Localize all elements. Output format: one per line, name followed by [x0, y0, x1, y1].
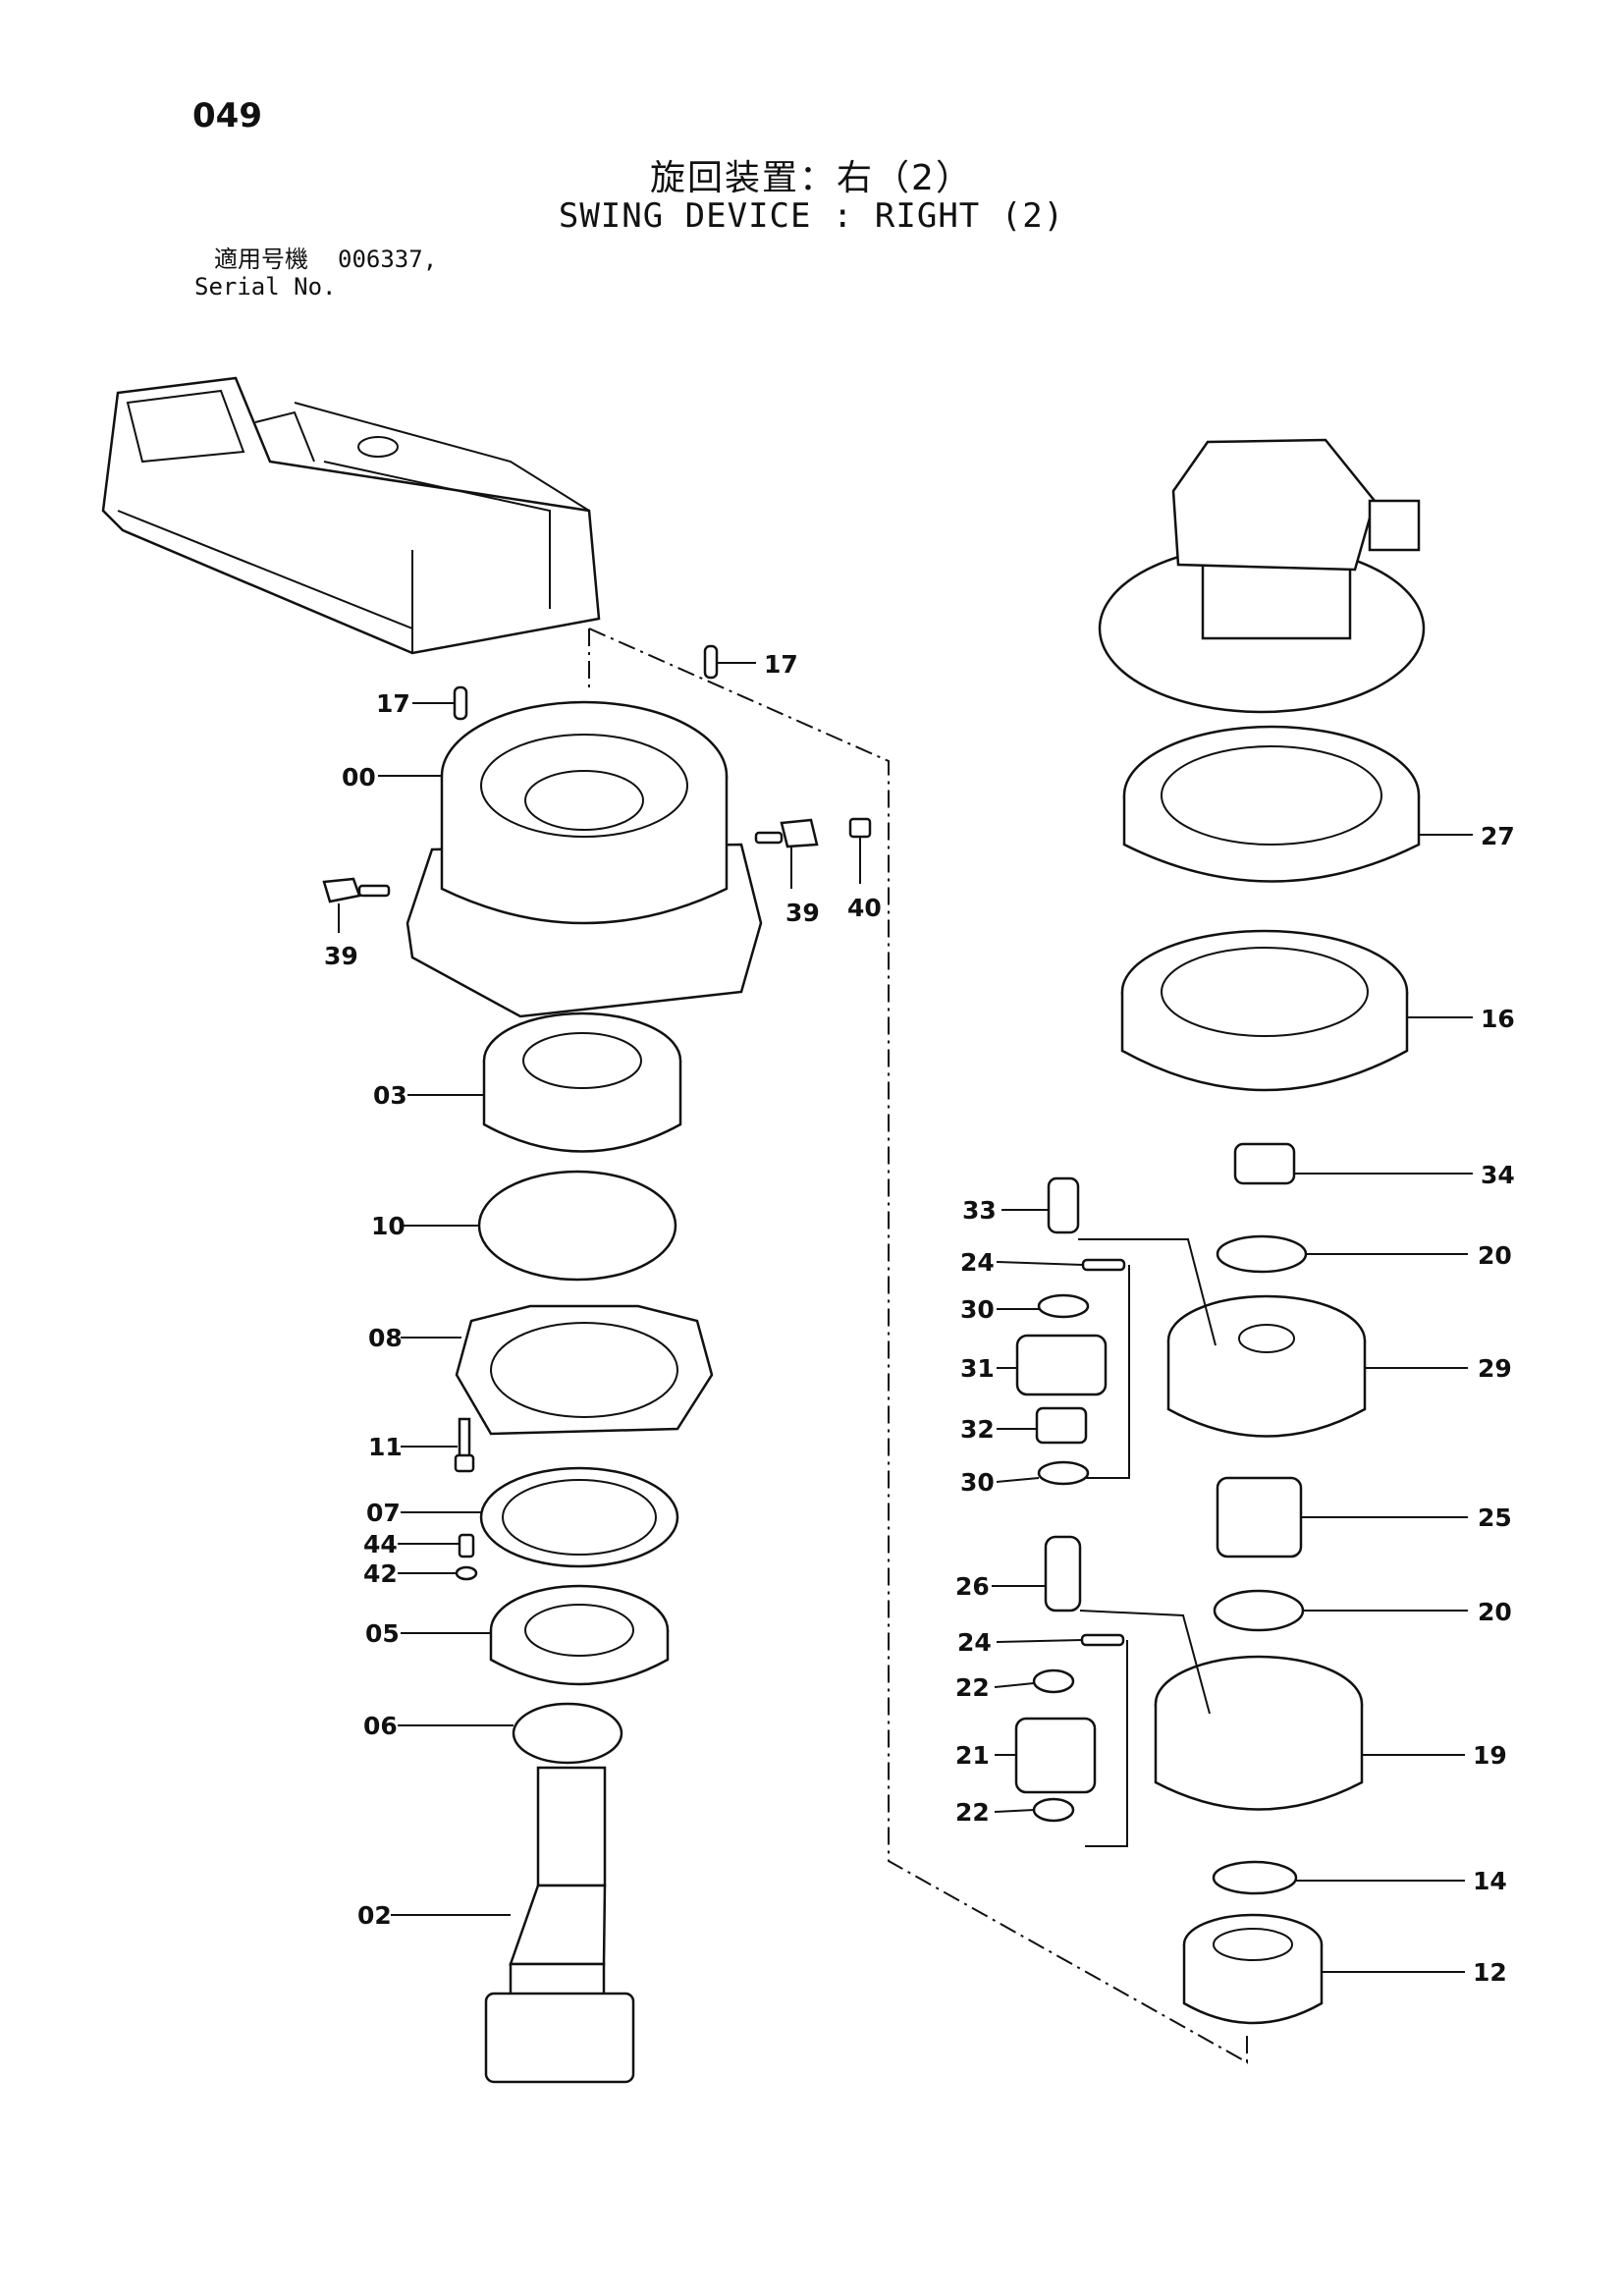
part-26-pin: [1044, 1535, 1082, 1613]
part-32-needle-bearing: [1035, 1406, 1088, 1445]
label-39-left: 39: [324, 942, 358, 970]
part-20-thrust-plate-upper: [1216, 1234, 1308, 1274]
label-10: 10: [371, 1212, 406, 1240]
serial-value: 006337,: [338, 246, 438, 273]
link-line-26-19: [1079, 1610, 1211, 1715]
serial-label-en: Serial No.: [194, 273, 337, 301]
part-08-flange: [455, 1304, 714, 1436]
label-44: 44: [363, 1530, 398, 1558]
label-08: 08: [368, 1324, 403, 1352]
part-25-sun-gear: [1216, 1476, 1303, 1558]
part-42-washer: [455, 1565, 478, 1581]
label-17-left: 17: [376, 689, 410, 718]
title-english: SWING DEVICE : RIGHT (2): [558, 196, 1065, 236]
part-34-sun-gear: [1233, 1142, 1296, 1185]
part-16-ring-gear: [1120, 929, 1409, 1092]
label-42: 42: [363, 1559, 398, 1588]
part-39-sensor-left: [322, 877, 391, 903]
label-39-right: 39: [785, 899, 820, 927]
bracket-line-upper: [1085, 1265, 1130, 1479]
serial-info: 適用号機 006337, Serial No.: [194, 246, 437, 301]
label-40: 40: [847, 894, 882, 922]
part-labels: 17 17 00 39 39 40 03 10 08 11 07 44 42 0…: [324, 650, 1515, 1987]
link-line-33-29: [1078, 1238, 1217, 1346]
bracket-line-lower: [1085, 1640, 1128, 1847]
label-11: 11: [368, 1433, 403, 1461]
part-07-seal: [479, 1466, 679, 1568]
part-20-thrust-plate-lower: [1213, 1589, 1305, 1632]
part-44-screw: [458, 1533, 475, 1558]
part-40-plug: [848, 817, 872, 839]
label-14: 14: [1473, 1867, 1507, 1895]
label-07: 07: [366, 1499, 401, 1527]
part-33-pin: [1047, 1176, 1080, 1234]
page-number: 049: [192, 96, 262, 136]
part-29-carrier: [1166, 1294, 1367, 1438]
label-31: 31: [960, 1354, 995, 1383]
part-14-snap-ring: [1212, 1860, 1298, 1895]
part-21-planet-gear: [1014, 1717, 1097, 1794]
part-22-washer-upper: [1032, 1668, 1075, 1694]
label-30-upper: 30: [960, 1295, 995, 1324]
part-24-pin-lower: [1080, 1633, 1125, 1647]
part-31-planet-gear: [1015, 1334, 1108, 1396]
label-17-right: 17: [764, 650, 798, 679]
label-02: 02: [357, 1901, 392, 1930]
label-06: 06: [363, 1712, 398, 1740]
part-39-sensor-right: [754, 818, 819, 848]
label-24-upper: 24: [960, 1248, 995, 1277]
part-10-plate: [477, 1170, 677, 1282]
part-06-plate: [512, 1702, 623, 1765]
part-30-ring-lower: [1037, 1460, 1090, 1486]
part-17-pin-left: [453, 685, 468, 721]
part-19-carrier: [1154, 1655, 1364, 1811]
part-22-washer-lower: [1032, 1797, 1075, 1823]
label-22-lower: 22: [955, 1798, 990, 1827]
part-11-bolt: [454, 1417, 475, 1473]
label-22-upper: 22: [955, 1673, 990, 1702]
part-00-housing: [406, 700, 763, 1018]
serial-label-jp: 適用号機: [214, 246, 308, 273]
label-20-lower: 20: [1478, 1598, 1512, 1626]
part-02-shaft: [484, 1766, 635, 2084]
part-12-bearing: [1182, 1913, 1324, 2025]
label-33: 33: [962, 1196, 997, 1225]
part-24-pin-upper: [1081, 1258, 1126, 1272]
label-27: 27: [1481, 822, 1515, 850]
label-25: 25: [1478, 1503, 1512, 1532]
part-05-bearing: [489, 1584, 670, 1686]
label-03: 03: [373, 1081, 407, 1110]
title-japanese: 旋回装置：右（2）: [650, 158, 973, 198]
leader-lines: [338, 662, 1473, 1973]
part-03-bearing: [482, 1011, 682, 1153]
label-24-lower: 24: [957, 1628, 992, 1657]
label-30-lower: 30: [960, 1468, 995, 1497]
label-00: 00: [342, 763, 376, 792]
label-16: 16: [1481, 1005, 1515, 1033]
label-19: 19: [1473, 1741, 1507, 1770]
swing-motor: [1098, 438, 1426, 714]
label-12: 12: [1473, 1958, 1507, 1987]
label-34: 34: [1481, 1161, 1515, 1189]
label-20-upper: 20: [1478, 1241, 1512, 1270]
part-30-ring-upper: [1037, 1293, 1090, 1319]
label-05: 05: [365, 1619, 400, 1648]
label-32: 32: [960, 1415, 995, 1444]
part-27-ring-gear: [1122, 725, 1421, 883]
excavator-illustration: [101, 376, 601, 655]
label-26: 26: [955, 1572, 990, 1601]
label-29: 29: [1478, 1354, 1512, 1383]
part-17-pin-right: [703, 644, 719, 680]
assembly-boundary-lines: [588, 628, 1248, 2064]
label-21: 21: [955, 1741, 990, 1770]
